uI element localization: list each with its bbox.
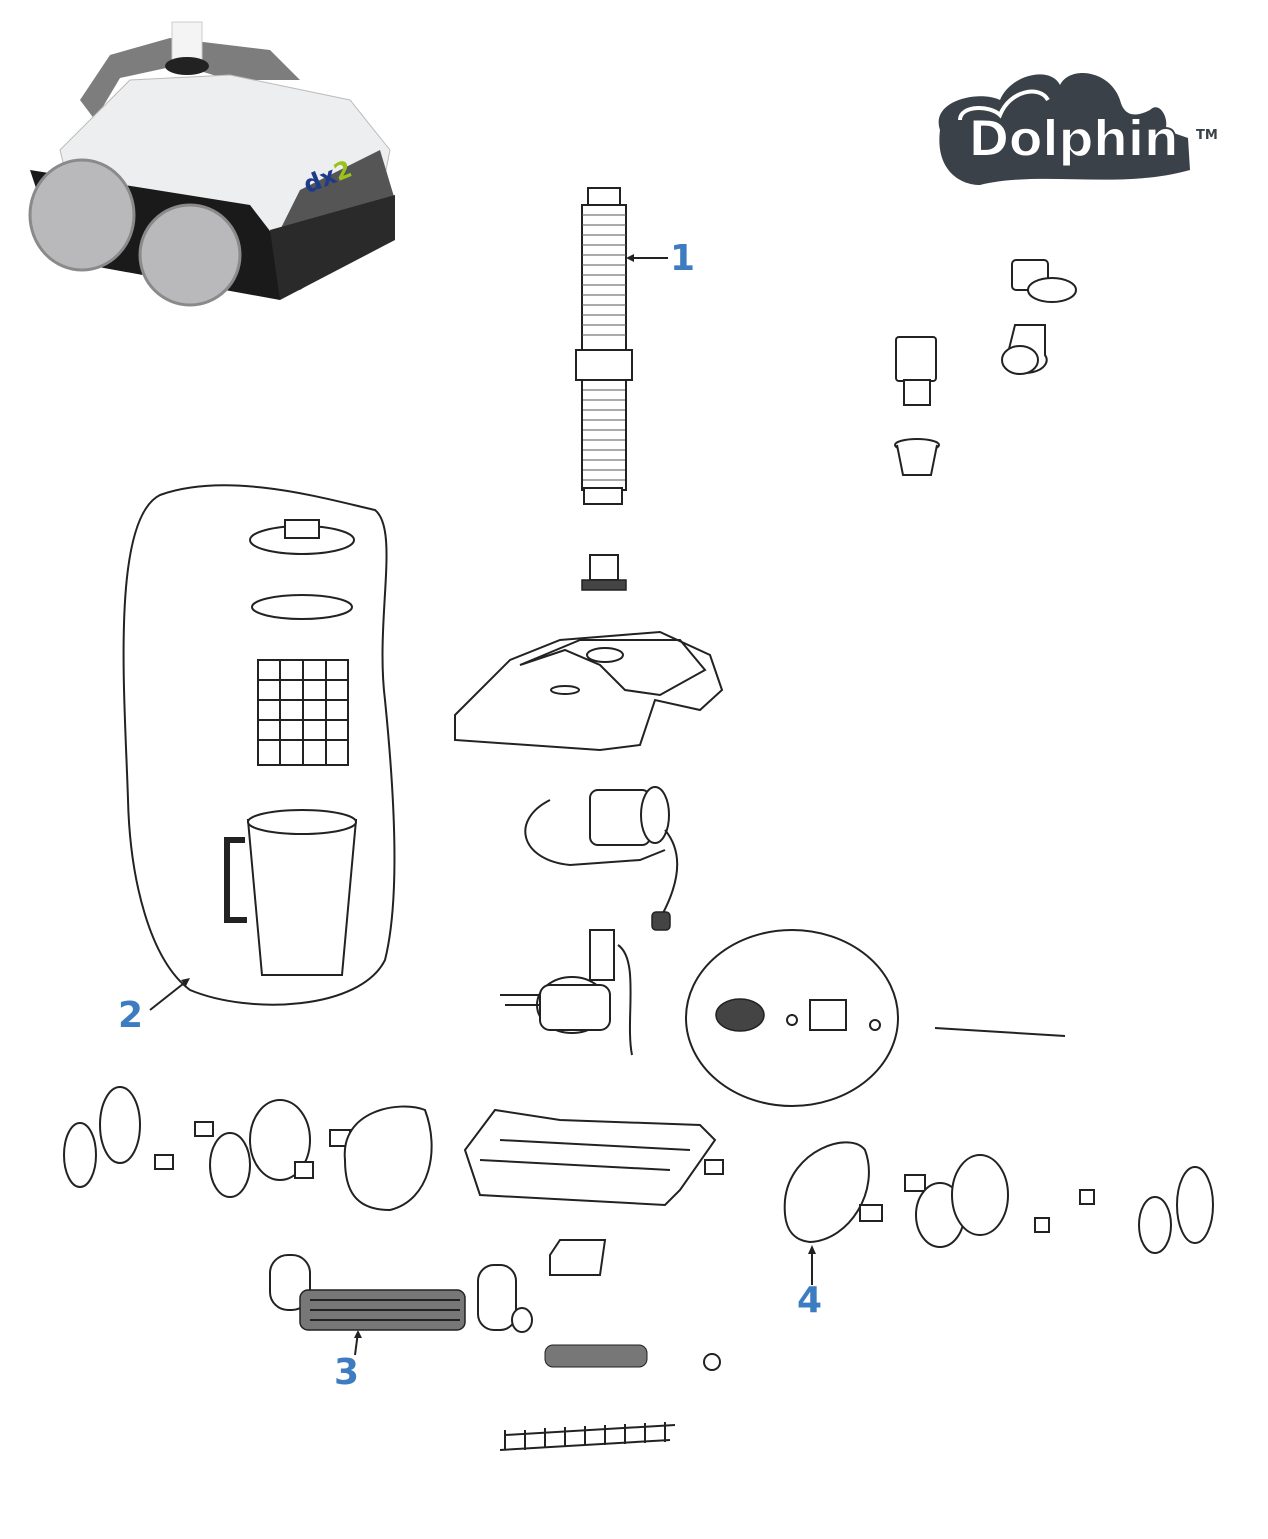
part-right-wheels (904, 1154, 1214, 1254)
callout-2-filter: 2 (118, 995, 144, 1036)
part-chassis (463, 1108, 724, 1207)
part-right-track (783, 1141, 883, 1244)
part-bracket (549, 1239, 607, 1276)
part-hose (575, 187, 633, 505)
logo-trademark: TM (1196, 128, 1218, 143)
callout-4-track: 4 (797, 1280, 823, 1321)
part-left-track (343, 1105, 433, 1212)
part-hose-adapters (894, 259, 1077, 476)
part-brush (269, 1254, 533, 1333)
part-left-wheels (63, 1086, 351, 1198)
product-image (28, 21, 395, 307)
logo-text: Dolphin (967, 109, 1180, 169)
part-drive-gear (715, 998, 881, 1032)
part-filter (224, 519, 358, 976)
part-motor-cable (524, 786, 679, 931)
callout-3-brush: 3 (334, 1352, 360, 1393)
dolphin-logo (938, 73, 1190, 185)
part-top-cover (454, 630, 724, 752)
callout-1-hose: 1 (670, 238, 696, 279)
part-rear-brush (499, 1344, 721, 1451)
part-pump-assembly (500, 929, 633, 1056)
part-axle (934, 1027, 1066, 1037)
